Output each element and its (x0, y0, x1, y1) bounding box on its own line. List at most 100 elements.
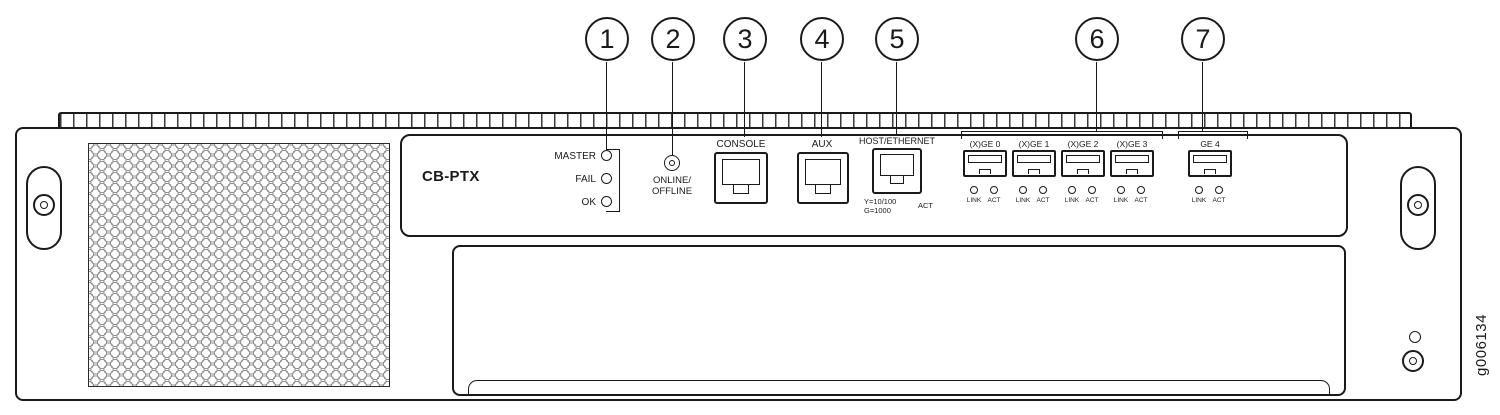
xge3-act-led (1137, 186, 1145, 194)
xge1-sfp-slot (1017, 155, 1051, 163)
console-port-label: CONSOLE (716, 139, 766, 150)
right-captive-screw-slot (1414, 201, 1422, 209)
ge4-sfp-cage (1188, 150, 1232, 177)
cover-handle-recess (468, 380, 1330, 394)
ge4-port-label: GE 4 (1200, 139, 1220, 149)
callout-4-leader (821, 62, 822, 137)
master-led-label: MASTER (554, 151, 596, 162)
aux-port-opening (805, 159, 841, 185)
aux-port-label: AUX (811, 139, 833, 150)
aux-port-tab (815, 185, 831, 194)
callout-1-leader (606, 62, 607, 149)
xge0-act-label: ACT (987, 197, 1001, 204)
xge1-sfp-cage (1012, 150, 1056, 177)
ge4-sfp-slot (1193, 155, 1227, 163)
ge4-link-label: LINK (1191, 197, 1207, 204)
xge2-sfp-cage (1061, 150, 1105, 177)
host-ethernet-port-opening (880, 154, 914, 176)
xge2-sfp-latch (1077, 169, 1089, 174)
host-ethernet-speed-label-line2: G=1000 (864, 206, 891, 215)
xge1-act-label: ACT (1036, 197, 1050, 204)
callout-1: 1 (585, 17, 629, 61)
console-port-tab (733, 185, 749, 194)
callout-5: 5 (875, 17, 919, 61)
ge4-port-cell: GE 4 LINK ACT (1186, 139, 1234, 211)
console-port-opening (722, 159, 760, 185)
ge4-act-label: ACT (1212, 197, 1226, 204)
callout-6: 6 (1075, 17, 1119, 61)
xge1-sfp-latch (1028, 169, 1040, 174)
xge2-sfp-slot (1066, 155, 1100, 163)
xge2-link-label: LINK (1064, 197, 1080, 204)
xge0-port-cell: (X)GE 0 LINK ACT (961, 139, 1009, 211)
callout-3: 3 (723, 17, 767, 61)
xge1-link-led (1019, 186, 1027, 194)
online-offline-label-line1: ONLINE/ (652, 175, 691, 186)
callout-4-number: 4 (814, 23, 830, 54)
callout-6-leader (1096, 62, 1097, 131)
xge3-sfp-cage (1110, 150, 1154, 177)
callout-7-number: 7 (1195, 23, 1211, 54)
xge0-sfp-cage (963, 150, 1007, 177)
led-group-bracket (606, 149, 620, 212)
host-ethernet-act-label: ACT (918, 201, 933, 210)
callout-3-leader (744, 62, 745, 137)
xge3-port-cell: (X)GE 3 LINK ACT (1108, 139, 1156, 211)
xge2-port-label: (X)GE 2 (1067, 139, 1099, 149)
callout-4: 4 (800, 17, 844, 61)
aux-port (797, 152, 849, 204)
callout-2-number: 2 (665, 23, 681, 54)
xge0-link-led (970, 186, 978, 194)
callout-6-number: 6 (1089, 23, 1105, 54)
online-offline-button-dot (669, 160, 675, 166)
xge1-link-label: LINK (1015, 197, 1031, 204)
xge2-act-label: ACT (1085, 197, 1099, 204)
blank-cover-plate (452, 245, 1346, 396)
callout-2-leader (672, 62, 673, 155)
online-offline-label-line2: OFFLINE (651, 186, 693, 197)
callout-7-leader (1202, 62, 1203, 131)
master-led (601, 150, 612, 161)
callout-5-leader (896, 62, 897, 134)
xge0-act-led (990, 186, 998, 194)
xge3-link-led (1117, 186, 1125, 194)
xge0-port-label: (X)GE 0 (969, 139, 1001, 149)
host-ethernet-port-label: HOST/ETHERNET (858, 136, 935, 146)
xge2-act-led (1088, 186, 1096, 194)
callout-5-number: 5 (889, 23, 905, 54)
bottom-right-screw-hole (1409, 331, 1421, 343)
figure-id-label: g006134 (1473, 314, 1490, 376)
host-ethernet-speed-label-line1: Y=10/100 (864, 197, 897, 206)
xge1-port-label: (X)GE 1 (1018, 139, 1050, 149)
ge4-sfp-latch (1204, 169, 1216, 174)
ge4-link-led (1195, 186, 1203, 194)
model-label: CB-PTX (422, 168, 480, 185)
host-ethernet-port-tab (890, 176, 904, 184)
honeycomb-vent-grille (88, 143, 390, 387)
xge1-port-cell: (X)GE 1 LINK ACT (1010, 139, 1058, 211)
ok-led (601, 196, 612, 207)
xge3-port-label: (X)GE 3 (1116, 139, 1148, 149)
xge3-sfp-slot (1115, 155, 1149, 163)
ok-led-label: OK (581, 197, 596, 208)
left-captive-screw-slot (40, 201, 48, 209)
fail-led (601, 173, 612, 184)
bottom-right-captive-screw-slot (1409, 357, 1417, 365)
xge3-sfp-latch (1126, 169, 1138, 174)
xge2-link-led (1068, 186, 1076, 194)
callout-1-number: 1 (599, 23, 615, 54)
ge4-group-bracket (1178, 131, 1248, 139)
ge4-act-led (1215, 186, 1223, 194)
xge0-link-label: LINK (966, 197, 982, 204)
callout-2: 2 (651, 17, 695, 61)
xge0-sfp-slot (968, 155, 1002, 163)
xge1-act-led (1039, 186, 1047, 194)
xge-group-bracket (961, 131, 1163, 139)
xge2-port-cell: (X)GE 2 LINK ACT (1059, 139, 1107, 211)
callout-7: 7 (1181, 17, 1225, 61)
xge3-act-label: ACT (1134, 197, 1148, 204)
xge0-sfp-latch (979, 169, 991, 174)
host-ethernet-port (872, 148, 922, 194)
fail-led-label: FAIL (575, 174, 596, 185)
